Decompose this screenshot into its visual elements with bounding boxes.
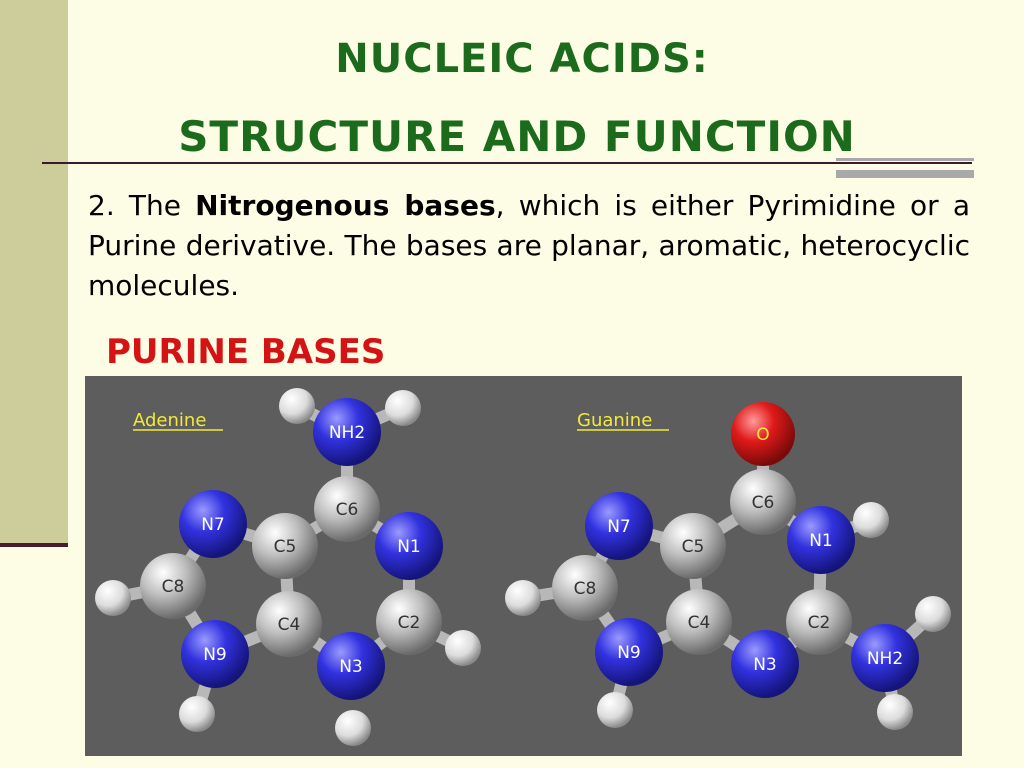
- hydrogen-atom: [877, 694, 913, 730]
- atom-c5-label: C5: [682, 537, 705, 557]
- atom-n1-label: N1: [397, 537, 421, 557]
- hydrogen-atom: [597, 692, 633, 728]
- side-accent-bar: [0, 0, 68, 547]
- slide-title-line1: Nucleic acids:: [335, 36, 709, 82]
- hydrogen-atom: [179, 696, 215, 732]
- adenine-label: Adenine: [133, 410, 206, 431]
- atom-c2: [786, 589, 852, 655]
- molecule-figure: Adenine: [85, 376, 962, 756]
- atom-c6-label: C6: [752, 493, 775, 513]
- title-divider-accent-bottom: [836, 170, 974, 178]
- section-heading: Purine bases: [106, 332, 386, 372]
- atom-n3: [317, 632, 385, 700]
- hydrogen-atom: [445, 630, 481, 666]
- atom-n7: [585, 492, 653, 560]
- adenine-molecule: Adenine: [95, 388, 481, 746]
- hydrogen-atom: [335, 710, 371, 746]
- atom-nh2-label: NH2: [329, 423, 365, 443]
- atom-c5: [252, 513, 318, 579]
- atom-n9-label: N9: [617, 643, 641, 663]
- atom-c2-label: C2: [398, 613, 421, 633]
- atom-o: [731, 402, 795, 466]
- atom-c5: [660, 513, 726, 579]
- body-bold-term: Nitrogenous bases: [195, 189, 496, 222]
- body-paragraph: 2. The Nitrogenous bases, which is eithe…: [88, 186, 970, 306]
- atom-o-label: O: [756, 425, 769, 445]
- atom-c6: [730, 469, 796, 535]
- atom-n1: [375, 512, 443, 580]
- hydrogen-atom: [915, 596, 951, 632]
- side-accent-rule: [0, 543, 68, 547]
- atom-nh2: [313, 398, 381, 466]
- atom-c4: [256, 591, 322, 657]
- slide-title-line2: Structure and Function: [178, 112, 856, 161]
- atom-c6: [314, 476, 380, 542]
- atom-c4-label: C4: [688, 613, 711, 633]
- atom-c4: [666, 589, 732, 655]
- atom-n7-label: N7: [607, 517, 631, 537]
- body-suffix: , which is either Pyrimidine or a Purine…: [88, 189, 970, 302]
- atom-c8: [552, 555, 618, 621]
- atom-c8-label: C8: [574, 579, 597, 599]
- title-divider: [42, 162, 972, 164]
- atom-n7: [179, 490, 247, 558]
- atom-n9-label: N9: [203, 645, 227, 665]
- atom-c5-label: C5: [274, 537, 297, 557]
- atom-n3-label: N3: [339, 657, 363, 677]
- hydrogen-atom: [279, 388, 315, 424]
- hydrogen-atom: [853, 502, 889, 538]
- guanine-molecule: Guanine: [505, 402, 951, 730]
- body-prefix: 2. The: [88, 189, 196, 222]
- atom-c6-label: C6: [336, 500, 359, 520]
- atom-n1: [787, 506, 855, 574]
- hydrogen-atom: [95, 580, 131, 616]
- title-divider-accent-top: [836, 158, 974, 161]
- atom-n1-label: N1: [809, 531, 833, 551]
- atom-n9: [181, 620, 249, 688]
- atom-n3: [731, 630, 799, 698]
- hydrogen-atom: [505, 580, 541, 616]
- atom-c2-label: C2: [808, 613, 831, 633]
- atom-c4-label: C4: [278, 615, 301, 635]
- atom-c8-label: C8: [162, 577, 185, 597]
- atom-n7-label: N7: [201, 515, 225, 535]
- atom-c8: [140, 553, 206, 619]
- atom-nh2: [851, 624, 919, 692]
- atom-n3-label: N3: [753, 655, 777, 675]
- atom-nh2-label: NH2: [867, 649, 903, 669]
- atom-n9: [595, 618, 663, 686]
- guanine-label: Guanine: [577, 410, 652, 431]
- hydrogen-atom: [385, 390, 421, 426]
- atom-c2: [376, 589, 442, 655]
